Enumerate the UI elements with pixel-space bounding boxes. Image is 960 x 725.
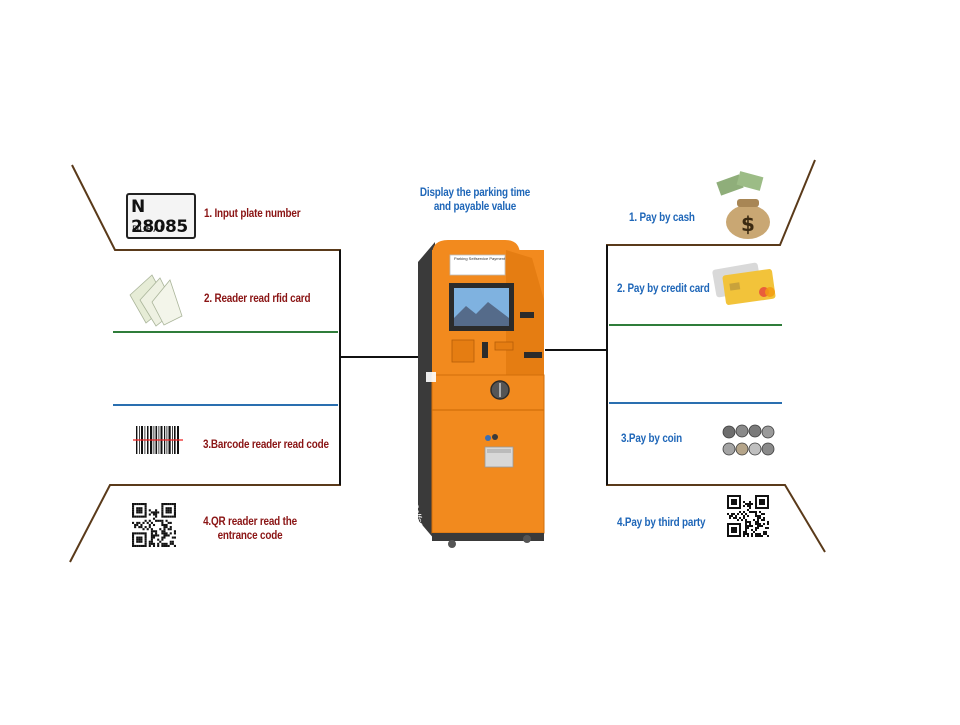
kiosk-illustration	[418, 240, 545, 548]
left-frame	[69, 164, 420, 563]
center-caption: Display the parking time and payable val…	[411, 186, 540, 214]
kiosk-screen-title: Parking Selfservice Payment	[454, 256, 506, 261]
right-feature-3-label: 3.Pay by coin	[621, 433, 682, 445]
left-feature-4-line1: 4.QR reader read the	[203, 516, 297, 528]
right-feature-2-label: 2. Pay by credit card	[617, 283, 710, 295]
coins-icon	[722, 424, 775, 456]
svg-text:$: $	[741, 212, 755, 236]
right-frame	[545, 159, 826, 553]
left-feature-4-line2: entrance code	[217, 530, 283, 542]
center-caption-line1: Display the parking time	[419, 187, 531, 199]
right-feature-1-label: 1. Pay by cash	[629, 212, 695, 224]
left-feature-1-label: 1. Input plate number	[204, 208, 301, 220]
plate-city: DUBAI	[132, 225, 164, 235]
barcode-icon	[132, 423, 184, 461]
left-feature-4-label: 4.QR reader read the entrance code	[198, 515, 301, 543]
qr-code-icon	[132, 503, 176, 547]
rfid-card-icon	[129, 274, 183, 327]
license-plate-icon: N 28085 DUBAI	[126, 193, 196, 239]
money-bag-icon: $	[716, 171, 770, 239]
left-feature-3-label: 3.Barcode reader read code	[203, 439, 329, 451]
kiosk-logo-icon	[426, 372, 491, 441]
qr-code-icon	[727, 495, 769, 537]
plate-number: N 28085	[131, 197, 188, 237]
center-caption-line2: and payable value	[433, 201, 517, 213]
right-feature-4-label: 4.Pay by third party	[617, 517, 706, 529]
credit-card-icon	[712, 262, 776, 305]
left-feature-2-label: 2. Reader read rfid card	[204, 293, 311, 305]
